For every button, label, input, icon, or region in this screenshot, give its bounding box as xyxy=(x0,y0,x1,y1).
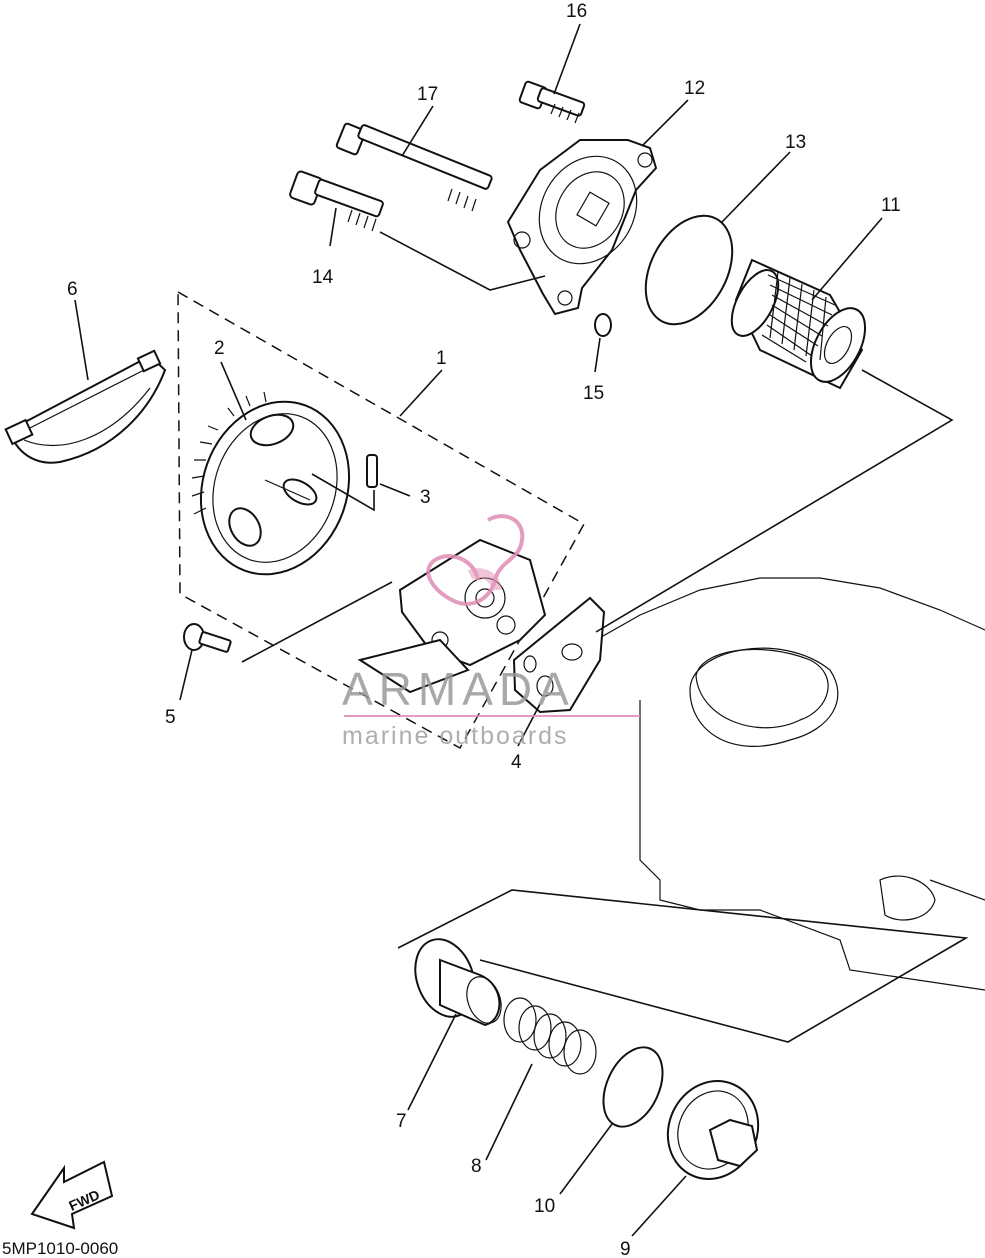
callout-14: 14 xyxy=(312,267,334,288)
watermark-logo-icon xyxy=(426,514,525,606)
armada-watermark: ARMADA marine outboards xyxy=(342,514,640,750)
callout-labels: 16 17 12 13 11 14 6 15 2 1 3 5 4 7 8 10 … xyxy=(67,1,901,1258)
oil-pump-gear-2 xyxy=(191,391,351,576)
o-ring-10 xyxy=(602,1046,664,1128)
callout-3: 3 xyxy=(420,487,431,508)
bolt-16 xyxy=(518,80,586,124)
watermark-tagline: marine outboards xyxy=(342,722,569,750)
diagram-code: 5MP1010-0060 xyxy=(2,1239,118,1258)
relief-valve-7 xyxy=(414,938,502,1027)
o-ring-15 xyxy=(594,313,612,337)
callout-7: 7 xyxy=(396,1111,407,1132)
callout-4: 4 xyxy=(511,752,522,773)
oil-filter-cover-12 xyxy=(506,139,658,316)
watermark-brand: ARMADA xyxy=(342,663,575,715)
oil-filter-element-11 xyxy=(730,258,867,390)
callout-1: 1 xyxy=(436,348,447,369)
callout-17: 17 xyxy=(417,84,438,105)
bolt-17 xyxy=(335,122,493,212)
screw-5 xyxy=(183,623,232,653)
gasket-4 xyxy=(512,596,606,714)
pin-3 xyxy=(366,454,378,488)
spring-8 xyxy=(503,997,597,1075)
callout-16: 16 xyxy=(566,1,587,22)
o-ring-13 xyxy=(644,214,734,326)
callout-15: 15 xyxy=(583,383,604,404)
leader-lines xyxy=(74,23,969,1237)
fwd-arrow-icon: FWD xyxy=(30,1160,114,1230)
callout-2: 2 xyxy=(214,338,225,359)
bolt-14 xyxy=(289,170,384,232)
callout-13: 13 xyxy=(785,132,806,153)
callout-8: 8 xyxy=(471,1156,482,1177)
cover-6 xyxy=(4,349,167,464)
callout-11: 11 xyxy=(881,195,901,216)
callout-10: 10 xyxy=(534,1196,555,1217)
callout-6: 6 xyxy=(67,279,78,300)
group-1-boundary xyxy=(177,290,586,750)
callout-5: 5 xyxy=(165,707,176,728)
crankcase-outline xyxy=(595,577,985,991)
plug-bolt-9 xyxy=(666,1080,760,1180)
callout-12: 12 xyxy=(684,78,705,99)
callout-9: 9 xyxy=(620,1239,631,1258)
